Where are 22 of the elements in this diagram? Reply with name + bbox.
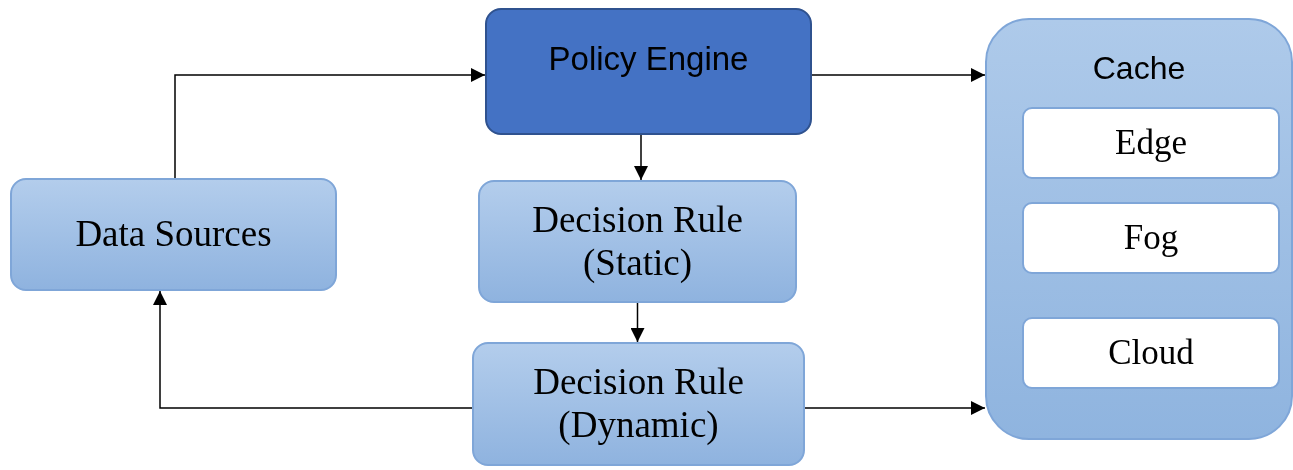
process-box (10, 178, 337, 291)
process-box (1022, 107, 1280, 179)
arrow (630, 302, 645, 343)
node-label: Decision Rule (Dynamic) (532, 361, 745, 447)
process-box (1022, 317, 1280, 389)
arrow (811, 68, 986, 82)
node-label: Fog (1122, 217, 1180, 259)
process-box (478, 180, 797, 303)
node-label: Data Sources (74, 213, 273, 256)
arrow (804, 401, 986, 415)
group-box (985, 18, 1293, 440)
node-label: Decision Rule (Static) (531, 198, 744, 285)
arrow (174, 68, 486, 179)
process-box (1022, 202, 1280, 274)
node-label: Cache (1091, 50, 1187, 87)
process-box (472, 342, 805, 466)
node-label: Edge (1114, 122, 1188, 164)
node-label: Cloud (1107, 332, 1195, 374)
arrow (634, 134, 648, 181)
node-label: Policy Engine (547, 40, 750, 78)
process-box (485, 8, 812, 135)
arrow (153, 290, 473, 409)
